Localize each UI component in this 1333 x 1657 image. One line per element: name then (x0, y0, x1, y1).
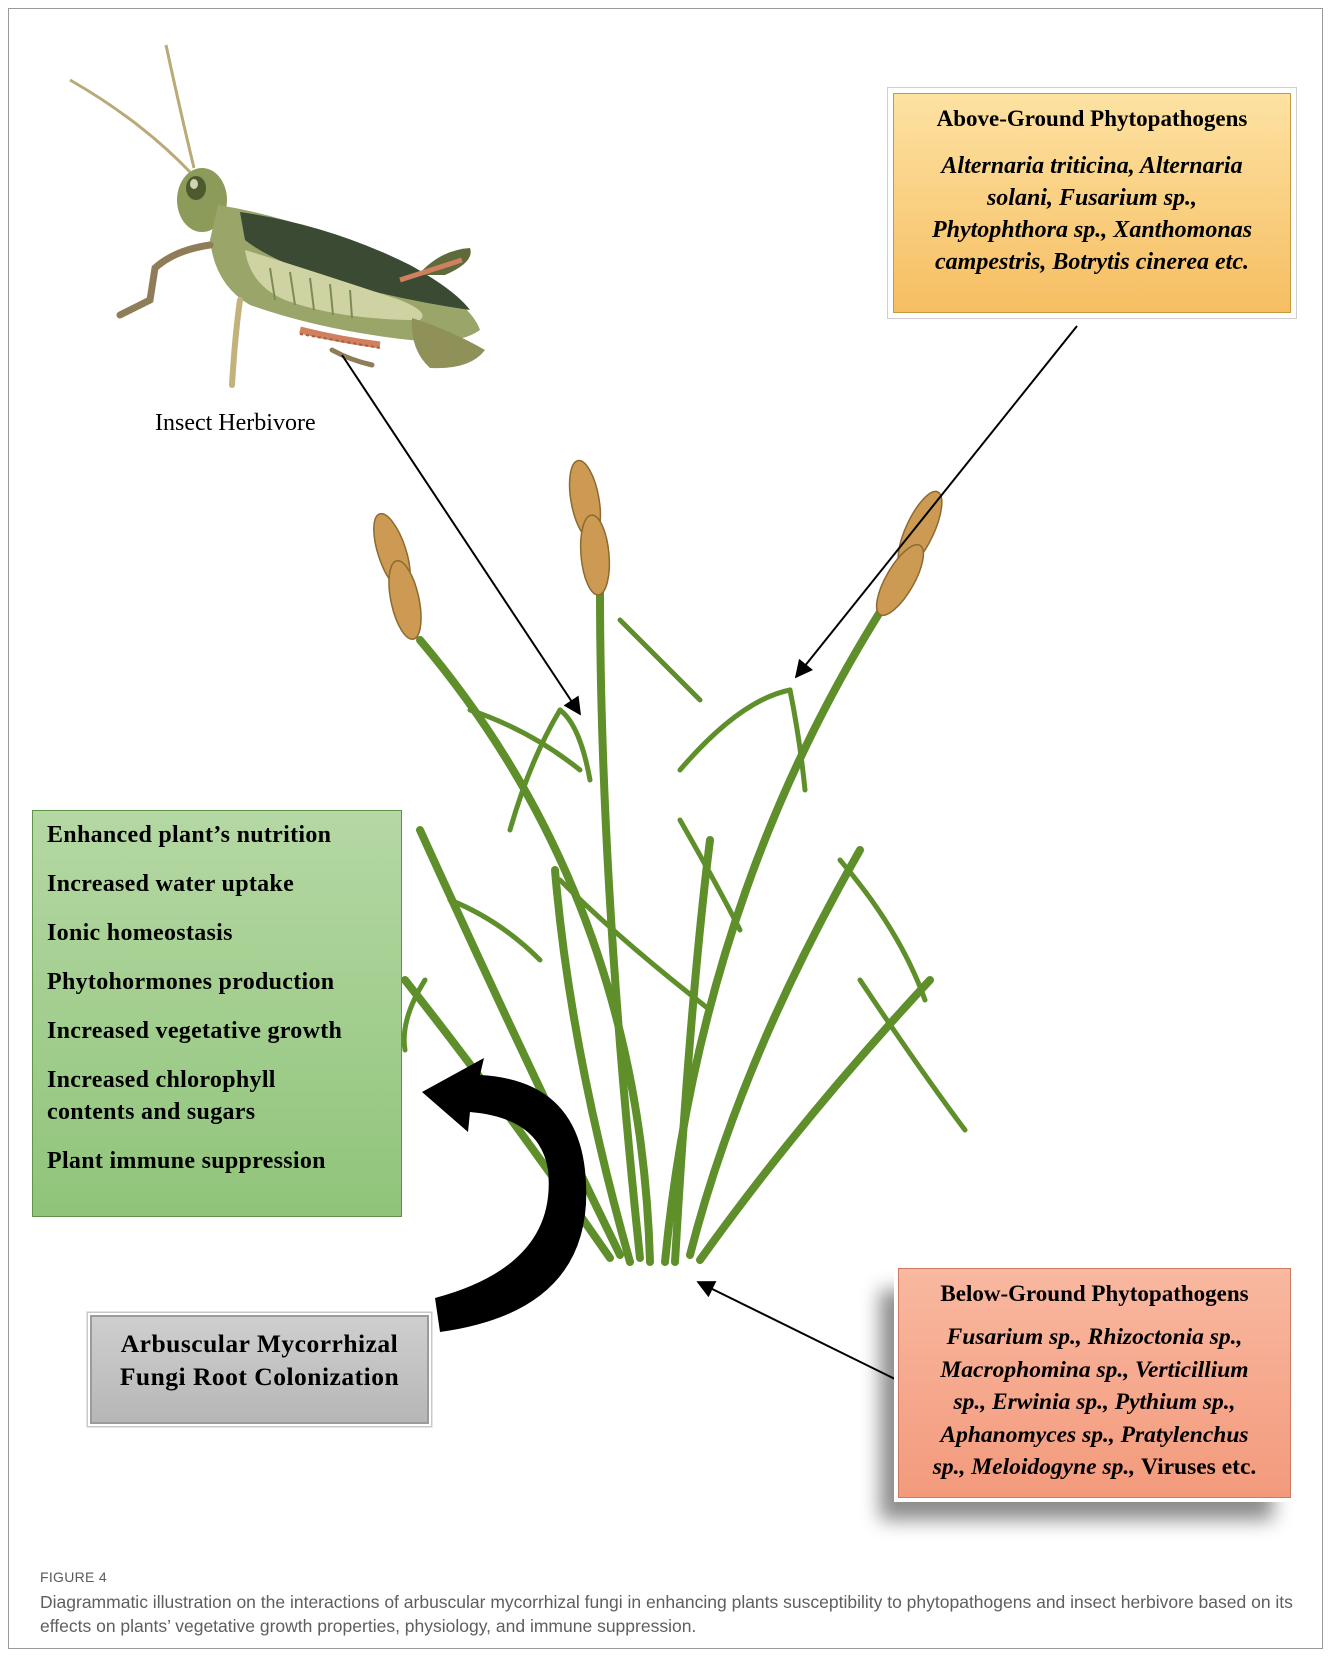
above-ground-line: Alternaria triticina, Alternaria (908, 150, 1276, 182)
effect-item: Increased water uptake (47, 868, 401, 900)
amf-effects-box: Enhanced plant’s nutrition Increased wat… (32, 810, 402, 1217)
below-ground-line-part: sp., Meloidogyne sp., (933, 1454, 1141, 1480)
figure-label: FIGURE 4 (40, 1569, 107, 1585)
below-ground-line: Fusarium sp., Rhizoctonia sp., (909, 1321, 1280, 1354)
below-ground-line: sp., Meloidogyne sp., Viruses etc. (909, 1451, 1280, 1484)
amf-effect-curved-arrow (422, 1058, 586, 1332)
above-ground-pathogens-box: Above-Ground Phytopathogens Alternaria t… (893, 93, 1291, 313)
effect-item: contents and sugars (47, 1096, 401, 1128)
above-ground-title: Above-Ground Phytopathogens (894, 106, 1290, 132)
effect-item: Increased chlorophyll (47, 1064, 401, 1096)
above-ground-list: Alternaria triticina, Alternaria solani,… (908, 150, 1276, 278)
above-ground-arrow (796, 326, 1077, 677)
amf-line: Arbuscular Mycorrhizal (90, 1327, 429, 1360)
grasshopper-icon (70, 45, 485, 385)
above-ground-line: campestris, Botrytis cinerea etc. (908, 246, 1276, 278)
below-ground-arrow (698, 1282, 897, 1380)
below-ground-line: Aphanomyces sp., Pratylenchus (909, 1419, 1280, 1452)
insect-herbivore-label: Insect Herbivore (155, 410, 316, 437)
effect-item: Plant immune suppression (47, 1145, 401, 1177)
amf-line: Fungi Root Colonization (90, 1360, 429, 1393)
effect-item: Enhanced plant’s nutrition (47, 819, 401, 851)
below-ground-line: Macrophomina sp., Verticillium (909, 1354, 1280, 1387)
below-ground-pathogens-box: Below-Ground Phytopathogens Fusarium sp.… (898, 1268, 1291, 1498)
figure-caption: Diagrammatic illustration on the interac… (40, 1590, 1300, 1638)
amf-colonization-box: Arbuscular Mycorrhizal Fungi Root Coloni… (88, 1313, 431, 1426)
effect-item: Increased vegetative growth (47, 1015, 401, 1047)
below-ground-title: Below-Ground Phytopathogens (899, 1281, 1290, 1307)
below-ground-list: Fusarium sp., Rhizoctonia sp., Macrophom… (909, 1321, 1280, 1484)
below-ground-line-part: Viruses etc. (1141, 1454, 1256, 1480)
above-ground-line: solani, Fusarium sp., (908, 182, 1276, 214)
above-ground-line: Phytophthora sp., Xanthomonas (908, 214, 1276, 246)
effect-item: Phytohormones production (47, 966, 401, 998)
effect-item: Ionic homeostasis (47, 917, 401, 949)
below-ground-line: sp., Erwinia sp., Pythium sp., (909, 1386, 1280, 1419)
